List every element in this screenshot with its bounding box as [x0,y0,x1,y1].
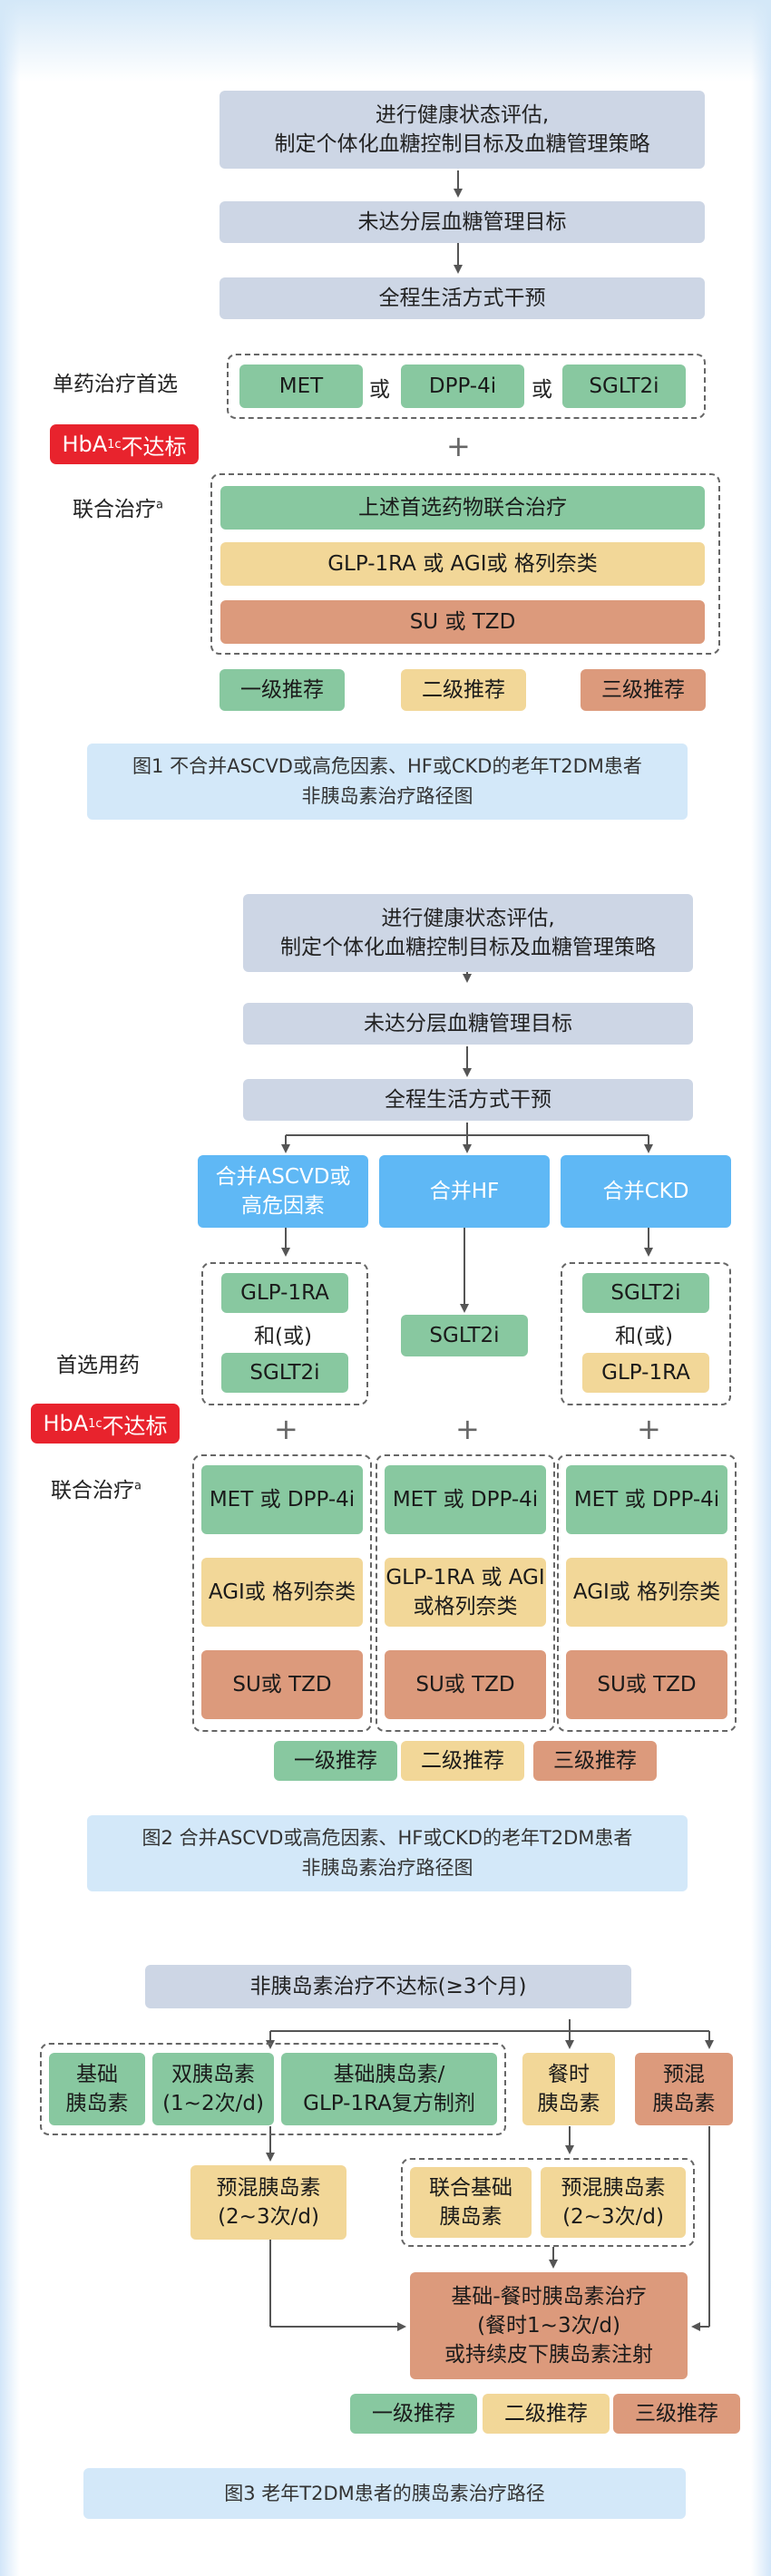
top-wave-background [0,0,771,82]
f1-caption: 图1 不合并ASCVD或高危因素、HF或CKD的老年T2DM患者 非胰岛素治疗路… [87,744,688,820]
f3-premix-2-3-left-box: 预混胰岛素 (2~3次/d) [190,2165,346,2240]
f2-hf-combo1: MET 或 DPP-4i [385,1465,546,1534]
f2-lifestyle-box: 全程生活方式干预 [243,1079,693,1121]
f3-basal-bolus-box: 基础-餐时胰岛素治疗 (餐时1~3次/d) 或持续皮下胰岛素注射 [410,2272,688,2379]
f2-ckd-glp1ra-box: GLP-1RA [582,1353,709,1393]
f1-legend-grade1: 一级推荐 [220,669,345,711]
f2-ascvd-glp1ra-box: GLP-1RA [221,1273,348,1313]
f3-intensify-group [401,2158,695,2247]
f2-ascvd-andor-text: 和(或) [254,1325,312,1348]
f2-hf-combo3: SU或 TZD [385,1650,546,1719]
f2-ckd-combo1: MET 或 DPP-4i [566,1465,727,1534]
f3-basal-insulin-box: 基础 胰岛素 [49,2053,145,2125]
f2-caption: 图2 合并ASCVD或高危因素、HF或CKD的老年T2DM患者 非胰岛素治疗路径… [87,1815,688,1891]
f1-plus-sign: + [446,429,471,463]
f2-health-assessment-box: 进行健康状态评估, 制定个体化血糖控制目标及血糖管理策略 [243,894,693,972]
f1-monotherapy-group [227,354,706,419]
f2-ckd-combo-group [557,1454,737,1732]
f2-hf-combo2: GLP-1RA 或 AGI 或格列奈类 [385,1558,546,1627]
f2-ascvd-combo3: SU或 TZD [201,1650,363,1719]
f2-ascvd-combo1: MET 或 DPP-4i [201,1465,363,1534]
f2-ascvd-combo-group [192,1454,372,1732]
f1-or-text-2: 或 [532,378,552,402]
f1-monotherapy-label: 单药治疗首选 [53,373,178,396]
f2-ckd-combo2: AGI或 格列奈类 [566,1558,727,1627]
f2-hf-combo-group [376,1454,555,1732]
f2-hf-sglt2i-box: SGLT2i [401,1315,528,1356]
f3-combined-basal-box: 联合基础 胰岛素 [410,2167,532,2238]
f1-sglt2i-box: SGLT2i [562,365,686,408]
f2-target-not-met-box: 未达分层血糖管理目标 [243,1003,693,1045]
f1-combination-label: 联合治疗a [73,498,163,521]
f3-premix-insulin-box: 预混 胰岛素 [635,2053,733,2125]
f3-non-insulin-failure-box: 非胰岛素治疗不达标(≥3个月) [145,1965,631,2008]
f1-dpp4i-box: DPP-4i [401,365,524,408]
f2-ascvd-combo2: AGI或 格列奈类 [201,1558,363,1627]
f1-combo-second-line-box: GLP-1RA 或 AGI或 格列奈类 [220,542,705,586]
f2-legend-grade3: 三级推荐 [533,1741,657,1781]
f3-caption: 图3 老年T2DM患者的胰岛素治疗路径 [83,2468,686,2519]
f1-combination-group [210,473,720,655]
f2-ckd-combo3: SU或 TZD [566,1650,727,1719]
f2-plus-hf: + [455,1412,480,1446]
f1-target-not-met-box: 未达分层血糖管理目标 [220,201,705,243]
f1-lifestyle-box: 全程生活方式干预 [220,277,705,319]
f2-plus-ckd: + [637,1412,661,1446]
f3-legend-grade3: 三级推荐 [613,2394,740,2434]
f2-ascvd-sglt2i-box: SGLT2i [221,1353,348,1393]
f2-first-choice-label: 首选用药 [56,1354,140,1377]
f3-legend-grade2: 二级推荐 [483,2394,610,2434]
f1-legend-grade3: 三级推荐 [581,669,706,711]
f1-combo-third-line-box: SU 或 TZD [220,600,705,644]
f2-combination-label: 联合治疗a [51,1479,142,1502]
f2-ckd-box: 合并CKD [561,1155,731,1228]
f2-hf-box: 合并HF [379,1155,550,1228]
f1-or-text-1: 或 [369,378,390,402]
f3-prandial-insulin-box: 餐时 胰岛素 [522,2053,615,2125]
f1-met-box: MET [239,365,363,408]
f3-legend-grade1: 一级推荐 [350,2394,477,2434]
f2-plus-ascvd: + [274,1412,298,1446]
f3-basal-glp1ra-box: 基础胰岛素/ GLP-1RA复方制剂 [281,2053,497,2125]
f1-combo-first-line-box: 上述首选药物联合治疗 [220,486,705,530]
f2-ascvd-box: 合并ASCVD或 高危因素 [198,1155,368,1228]
f1-health-assessment-box: 进行健康状态评估, 制定个体化血糖控制目标及血糖管理策略 [220,91,705,169]
f2-legend-grade1: 一级推荐 [274,1741,397,1781]
f2-legend-grade2: 二级推荐 [401,1741,524,1781]
f3-dual-insulin-box: 双胰岛素 (1~2次/d) [152,2053,274,2125]
f2-ckd-sglt2i-box: SGLT2i [582,1273,709,1313]
f3-premix-2-3-right-box: 预混胰岛素 (2~3次/d) [541,2167,686,2238]
f1-legend-grade2: 二级推荐 [401,669,526,711]
f3-basal-group [40,2043,506,2135]
f2-ascvd-drug-group [201,1262,368,1405]
f2-ckd-drug-group [561,1262,731,1405]
f2-ckd-andor-text: 和(或) [615,1325,673,1348]
